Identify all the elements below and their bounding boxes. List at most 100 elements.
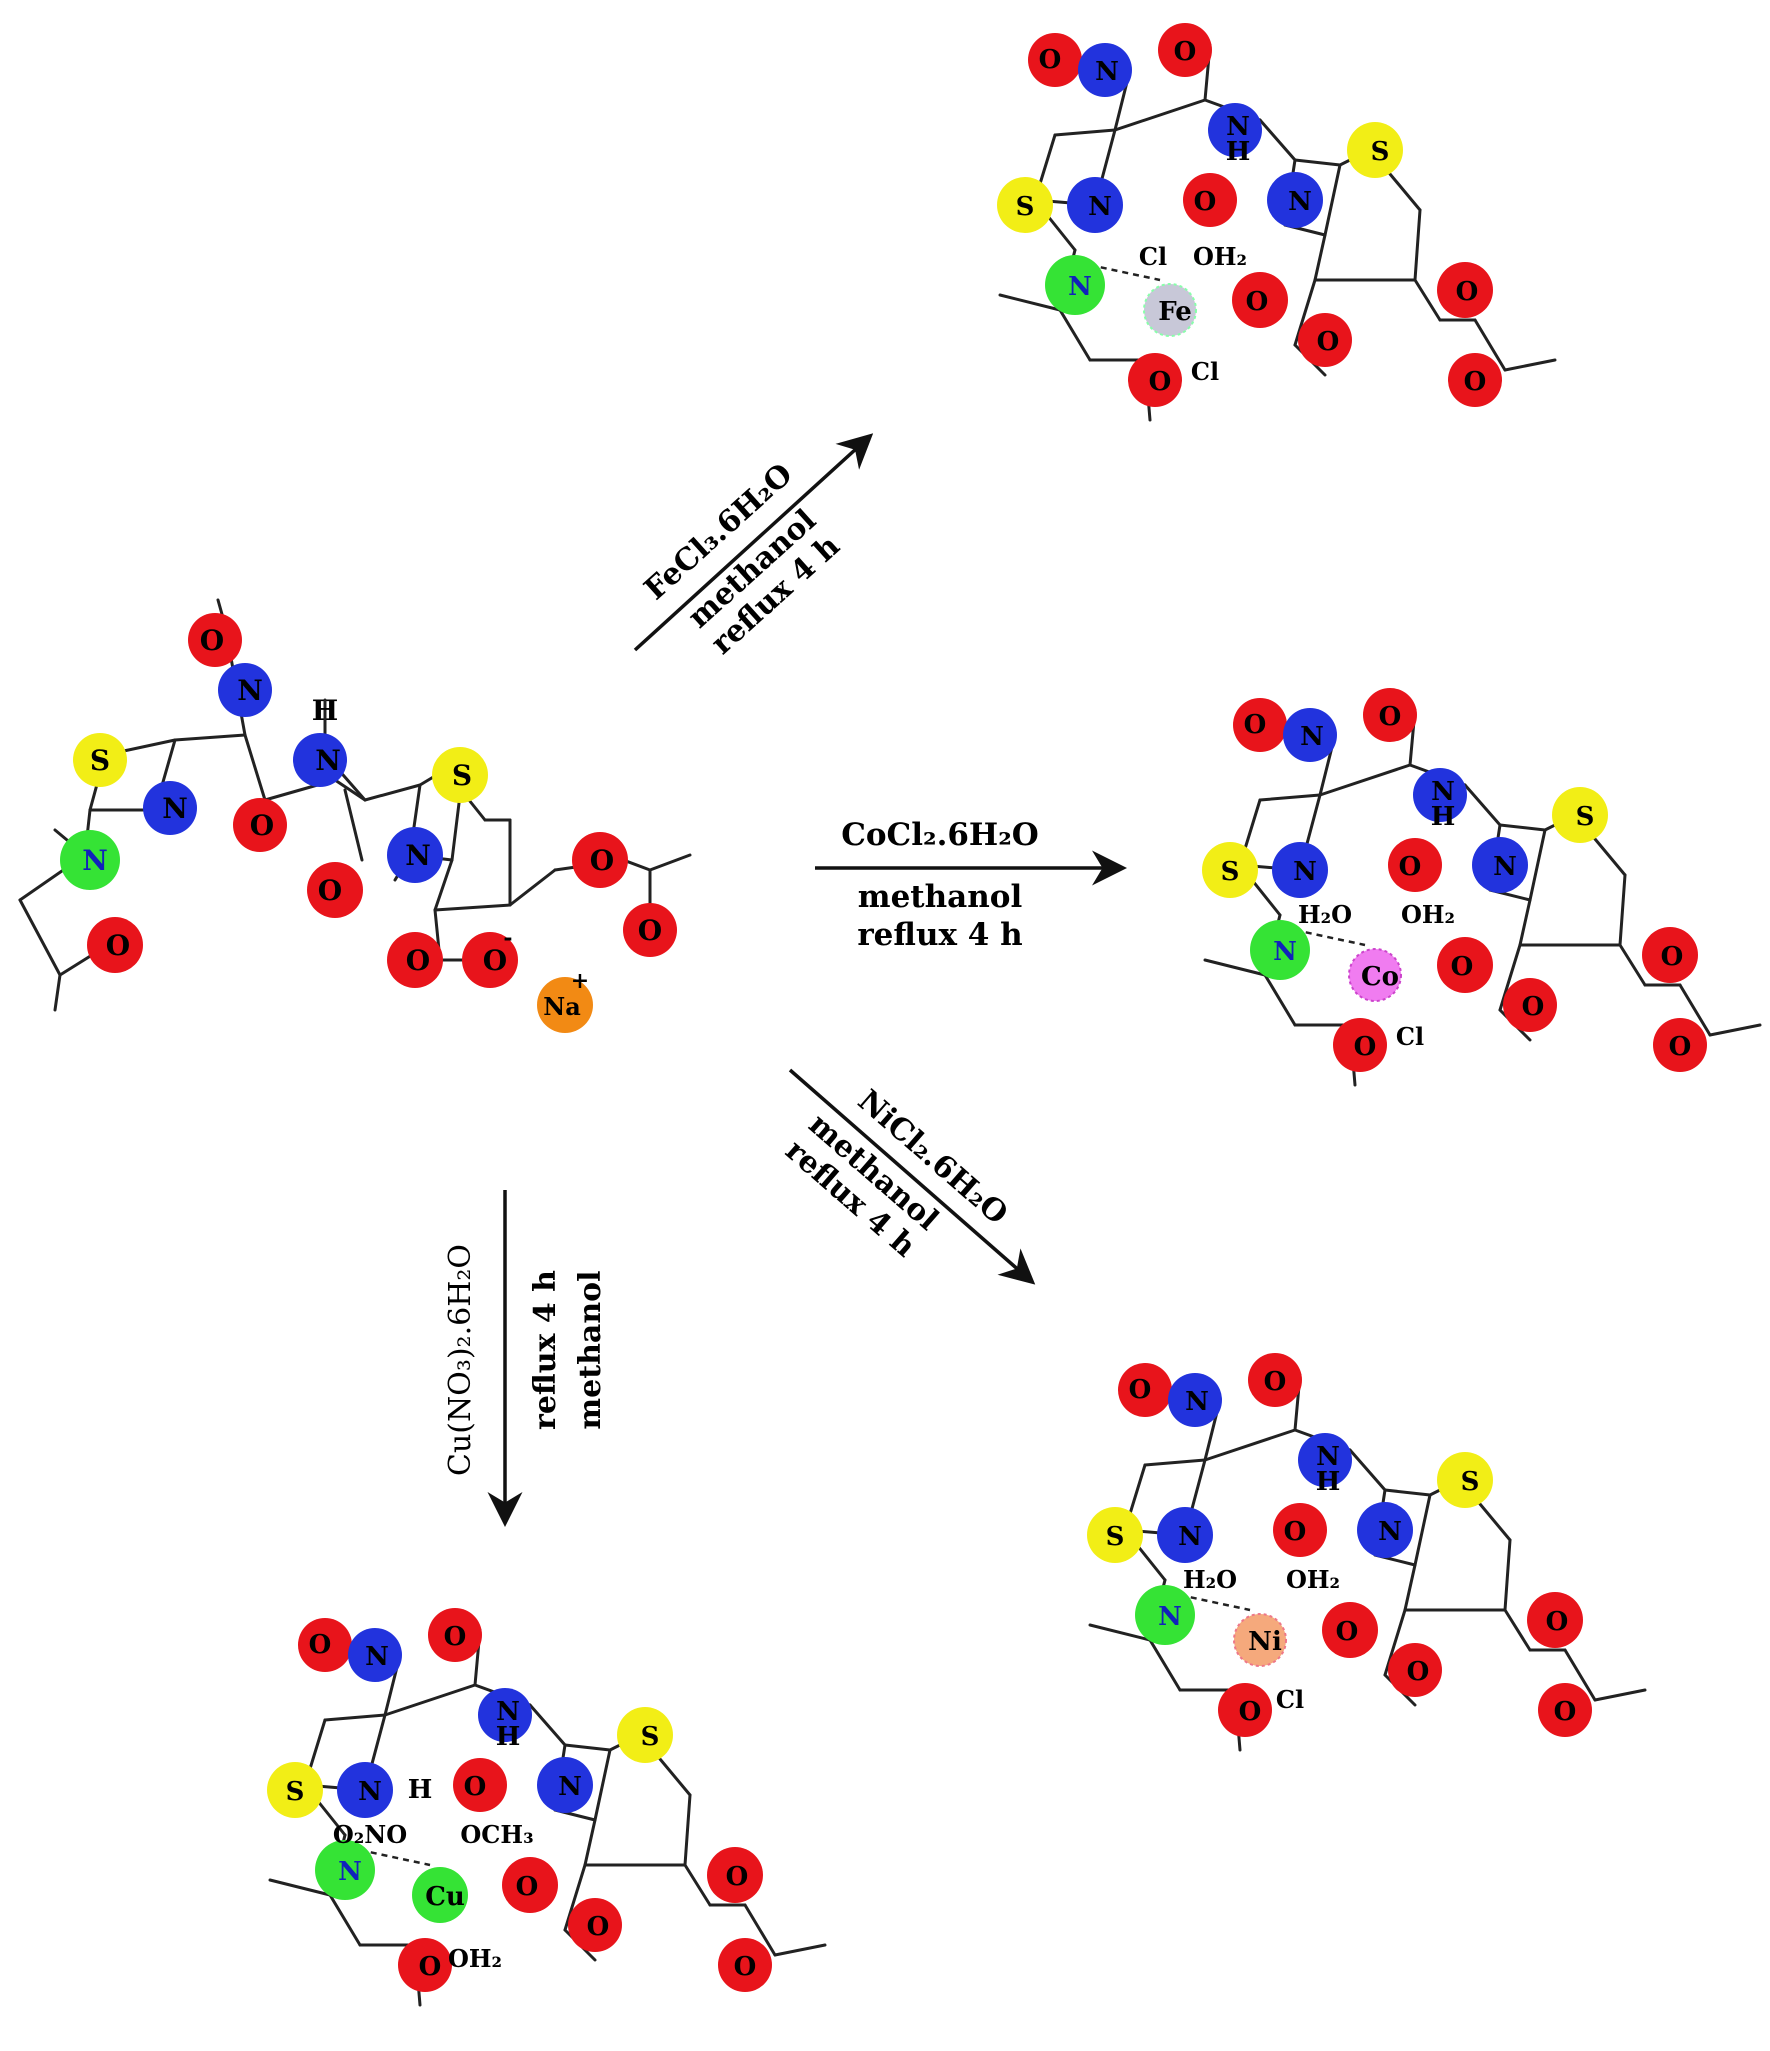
svg-text:O: O (1669, 1032, 1692, 1062)
svg-text:H₂O: H₂O (1298, 900, 1352, 929)
svg-text:N: N (558, 1772, 582, 1802)
svg-text:O: O (1456, 277, 1479, 307)
svg-text:O: O (1129, 1375, 1152, 1405)
atom-O (462, 932, 518, 988)
atom-S (1087, 1507, 1143, 1563)
svg-text:O: O (1246, 287, 1269, 317)
atom-NH (1208, 103, 1262, 157)
svg-text:N: N (1226, 112, 1250, 142)
svg-text:S: S (1016, 192, 1035, 222)
svg-text:Ni: Ni (1248, 1627, 1282, 1657)
atom-NH (1298, 1433, 1352, 1487)
svg-text:N: N (496, 1697, 520, 1727)
co-complex: O N O N H S S N O N N Co H₂O OH₂ Cl O O … (1202, 688, 1762, 1087)
svg-text:O: O (200, 624, 224, 657)
svg-text:N: N (1293, 857, 1317, 887)
atom-O (233, 798, 287, 852)
svg-text:O: O (726, 1862, 749, 1892)
atom-O (1437, 262, 1493, 318)
co-conditions: reflux 4 h (857, 917, 1022, 953)
svg-text:N: N (358, 1777, 382, 1807)
atom-O (1298, 313, 1352, 367)
atom-N (1357, 1502, 1413, 1558)
cu-conditions: reflux 4 h (528, 1270, 563, 1430)
svg-text:O: O (1522, 992, 1545, 1022)
atom-O (1273, 1503, 1327, 1557)
atom-N-imine (315, 1840, 375, 1900)
svg-text:O: O (1284, 1517, 1307, 1547)
svg-text:O: O (483, 944, 507, 977)
svg-text:Cl: Cl (1276, 1685, 1304, 1714)
atom-O (428, 1608, 482, 1662)
atom-O (1233, 698, 1287, 752)
cu-complex: O N O N H S S N H O N N Cu O₂NO OCH₃ OH₂… (267, 1608, 827, 2007)
svg-text:Cl: Cl (1139, 242, 1167, 271)
svg-text:OH₂: OH₂ (448, 1944, 502, 1973)
atom-O (1028, 33, 1082, 87)
co-reagent: CoCl₂.6H₂O (841, 817, 1039, 853)
atom-O (188, 613, 242, 667)
atom-N (1472, 837, 1528, 893)
ni-complex: O N O N H S S N O N N Ni H₂O OH₂ Cl O O … (1087, 1353, 1647, 1752)
svg-text:O: O (587, 1912, 610, 1942)
svg-text:N: N (1068, 272, 1092, 302)
svg-text:O₂NO: O₂NO (333, 1820, 407, 1849)
svg-text:OH₂: OH₂ (1286, 1565, 1340, 1594)
svg-text:N: N (1178, 1522, 1202, 1552)
svg-text:S: S (90, 744, 110, 777)
atom-N-imine (1135, 1585, 1195, 1645)
svg-text:O: O (318, 874, 342, 907)
svg-text:H: H (1226, 137, 1251, 167)
svg-text:OCH₃: OCH₃ (460, 1820, 533, 1849)
atom-O (1183, 173, 1237, 227)
svg-text:N: N (1095, 57, 1119, 87)
atom-O (1642, 927, 1698, 983)
svg-text:S: S (1371, 137, 1390, 167)
svg-text:S: S (641, 1722, 660, 1752)
svg-text:O: O (638, 914, 662, 947)
svg-text:O: O (1464, 367, 1487, 397)
svg-text:O: O (1554, 1697, 1577, 1727)
atom-O (387, 932, 443, 988)
atom-O (1218, 1683, 1272, 1737)
svg-text:N: N (82, 844, 108, 877)
atom-N (348, 1628, 402, 1682)
svg-text:S: S (452, 759, 472, 792)
svg-text:O: O (516, 1872, 539, 1902)
svg-text:N: N (162, 792, 188, 825)
arrow-fe: FeCl₃.6H₂O methanol reflux 4 h (633, 433, 874, 662)
atom-O (1653, 1018, 1707, 1072)
atom-O (1388, 838, 1442, 892)
atom-N (1283, 708, 1337, 762)
svg-text:Cl: Cl (1191, 357, 1219, 386)
fe-complex: O N O N H S S N O N N Fe Cl OH₂ Cl O O O… (997, 23, 1557, 422)
atom-S (1347, 122, 1403, 178)
atom-O (398, 1938, 452, 1992)
svg-text:O: O (1149, 367, 1172, 397)
atom-NH (478, 1688, 532, 1742)
svg-text:O: O (1264, 1367, 1287, 1397)
atom-O (1527, 1592, 1583, 1648)
arrow-co: CoCl₂.6H₂O methanol reflux 4 h (815, 817, 1127, 953)
svg-text:N: N (1316, 1442, 1340, 1472)
svg-text:N: N (1185, 1387, 1209, 1417)
metal-Co (1348, 948, 1402, 1002)
arrow-ni: NiCl₂.6H₂O methanol reflux 4 h (779, 1068, 1036, 1285)
atom-O (502, 1857, 558, 1913)
atom-O (1388, 1643, 1442, 1697)
atom-O (1118, 1363, 1172, 1417)
svg-text:N: N (338, 1857, 362, 1887)
atom-N (143, 781, 197, 835)
svg-text:H: H (312, 694, 338, 727)
svg-text:O: O (1354, 1032, 1377, 1062)
atom-O (1322, 1602, 1378, 1658)
cu-reagent: Cu(NO₃)₂.6H₂O (443, 1244, 478, 1476)
svg-text:Fe: Fe (1158, 297, 1192, 327)
arrow-cu: Cu(NO₃)₂.6H₂O reflux 4 h methanol (443, 1190, 608, 1527)
svg-text:H: H (408, 1775, 433, 1805)
atom-NH (293, 733, 347, 787)
atom-S (1552, 787, 1608, 843)
atom-O (1158, 23, 1212, 77)
svg-text:N: N (315, 744, 341, 777)
atom-N (1272, 842, 1328, 898)
